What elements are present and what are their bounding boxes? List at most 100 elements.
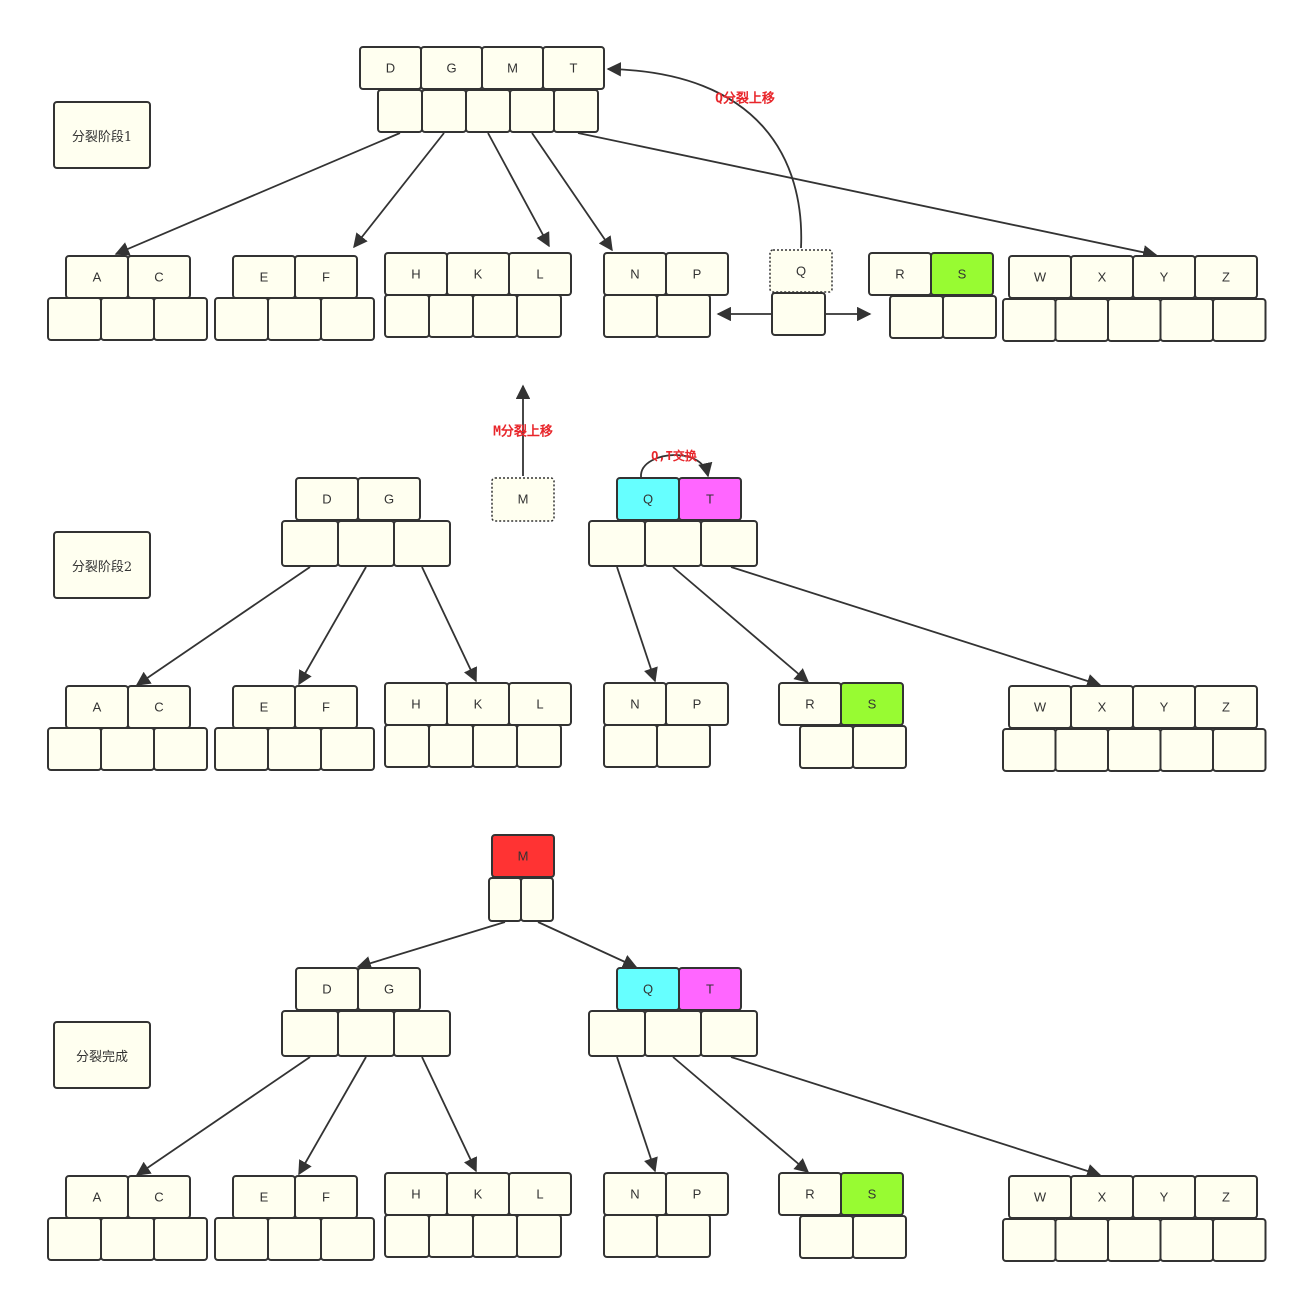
edge-arrow [672, 566, 810, 683]
stage-label-2: 分裂阶段2 [53, 531, 151, 599]
stage1-leaf-hkl-pointer-cell [384, 294, 430, 338]
stage2-leaf-np-key-n: N [630, 697, 639, 712]
stage1-leaf-np-pointer-cell [603, 294, 658, 338]
stage3-leaf-rs-key-r: R [805, 1187, 814, 1202]
stage3-leaf-hkl-key-l: L [536, 1187, 543, 1202]
stage2-leaf-ac-pointer-cell [100, 727, 155, 771]
stage3-right-key-t: T [706, 982, 714, 997]
stage3-root-pointer-cell [488, 877, 522, 922]
stage3-right-pointer-cell [588, 1010, 646, 1057]
stage-label-3: 分裂完成 [53, 1021, 151, 1089]
stage2-leaf-ac-pointer-cell [47, 727, 102, 771]
stage3-leaf-ac-key-a: A [93, 1190, 102, 1205]
stage2-left-pointer-cell [281, 520, 339, 567]
stage2-leaf-hkl-pointer-cell [428, 724, 474, 768]
edge-arrow [537, 921, 638, 969]
stage1-leaf-ac-pointer-cell [47, 297, 102, 341]
stage1-root-key-d: D [386, 61, 395, 76]
stage3-leaf-np-pointer-cell [603, 1214, 658, 1258]
stage2-leaf-hkl-pointer-cell [472, 724, 518, 768]
stage2-left-pointer-cell [393, 520, 451, 567]
stage1-leaf-wxyz-pointer-cell [1054, 298, 1109, 342]
stage3-leaf-wxyz-pointer-cell [1212, 1218, 1267, 1262]
stage3-right-pointer-cell [644, 1010, 702, 1057]
edge-arrow [531, 132, 613, 252]
stage1-leaf-ac-pointer-cell [153, 297, 208, 341]
stage1-leaf-rs-key-r: R [895, 267, 904, 282]
edge-arrow [730, 566, 1102, 688]
stage2-leaf-np-pointer-cell [656, 724, 711, 768]
stage1-leaf-ac-key-c: C [154, 270, 163, 285]
stage2-leaf-wxyz-pointer-cell [1212, 728, 1267, 772]
stage3-leaf-hkl-pointer-cell [472, 1214, 518, 1258]
edge-arrow [421, 1056, 477, 1173]
stage2-leaf-ef-pointer-cell [320, 727, 375, 771]
stage3-leaf-wxyz-pointer-cell [1159, 1218, 1214, 1262]
stage2-leaf-ac-key-c: C [154, 700, 163, 715]
stage2-promoted-key-m [491, 477, 555, 522]
stage1-leaf-wxyz-key-y: Y [1160, 270, 1169, 285]
edge-arrow [135, 1056, 311, 1176]
stage2-leaf-rs-pointer-cell [799, 725, 854, 769]
stage1-leaf-hkl-pointer-cell [428, 294, 474, 338]
stage2-leaf-ef-key-f: F [322, 700, 330, 715]
stage1-leaf-wxyz-pointer-cell [1107, 298, 1162, 342]
stage2-leaf-rs-key-s: S [868, 697, 877, 712]
stage1-split-key-q-label: Q [796, 264, 806, 279]
stage3-leaf-wxyz-key-z: Z [1222, 1190, 1230, 1205]
stage3-leaf-np-key-n: N [630, 1187, 639, 1202]
stage2-leaf-wxyz-key-z: Z [1222, 700, 1230, 715]
stage1-root-pointer-cell [509, 89, 555, 133]
stage2-annotation-qt-swap: Q,T交换 [651, 448, 698, 463]
stage1-leaf-wxyz-pointer-cell [1212, 298, 1267, 342]
stage1-leaf-rs-key-s: S [958, 267, 967, 282]
stage3-leaf-ac-key-c: C [154, 1190, 163, 1205]
stage2-leaf-ac-key-a: A [93, 700, 102, 715]
edge-arrow [487, 132, 550, 248]
stage2-annotation-m-split-up: M分裂上移 [493, 424, 553, 440]
stage1-root-pointer-cell [421, 89, 467, 133]
stage1-root-key-m: M [507, 61, 518, 76]
stage3-leaf-wxyz-key-w: W [1034, 1190, 1047, 1205]
stage1-leaf-ef-pointer-cell [214, 297, 269, 341]
stage3-leaf-rs-key-s: S [868, 1187, 877, 1202]
stage3-leaf-hkl-key-h: H [411, 1187, 420, 1202]
stage2-right-key-q: Q [643, 492, 653, 507]
stage3-leaf-wxyz-pointer-cell [1002, 1218, 1057, 1262]
stage1-root-key-t: T [570, 61, 578, 76]
stage1-leaf-wxyz-pointer-cell [1159, 298, 1214, 342]
stage3-left-pointer-cell [337, 1010, 395, 1057]
edge-arrow [135, 566, 311, 686]
stage3-leaf-hkl-key-k: K [474, 1187, 483, 1202]
stage2-leaf-hkl-key-h: H [411, 697, 420, 712]
stage3-leaf-ef-pointer-cell [320, 1217, 375, 1261]
stage2-leaf-wxyz-pointer-cell [1002, 728, 1057, 772]
stage3-left-key-d: D [322, 982, 331, 997]
stage2-left-pointer-cell [337, 520, 395, 567]
stage2-leaf-hkl-key-k: K [474, 697, 483, 712]
stage1-leaf-wxyz-key-x: X [1098, 270, 1107, 285]
stage1-split-pointer-cell [771, 292, 826, 336]
stage2-leaf-wxyz-pointer-cell [1159, 728, 1214, 772]
stage3-leaf-np-pointer-cell [656, 1214, 711, 1258]
stage1-leaf-hkl-key-l: L [536, 267, 543, 282]
stage3-leaf-hkl-pointer-cell [428, 1214, 474, 1258]
stage3-root-key-m: M [518, 849, 529, 864]
stage2-leaf-rs-pointer-cell [852, 725, 907, 769]
stage1-leaf-hkl-pointer-cell [516, 294, 562, 338]
edge-arrow [353, 132, 445, 249]
stage2-left-key-g: G [384, 492, 394, 507]
stage1-leaf-wxyz-key-w: W [1034, 270, 1047, 285]
stage3-leaf-rs-pointer-cell [799, 1215, 854, 1259]
stage2-right-pointer-cell [644, 520, 702, 567]
stage1-promote-curve [606, 62, 803, 249]
stage1-leaf-hkl-key-h: H [411, 267, 420, 282]
stage1-leaf-np-key-n: N [630, 267, 639, 282]
stage2-leaf-wxyz-key-x: X [1098, 700, 1107, 715]
stage2-promoted-key-m-label: M [518, 492, 529, 507]
stage1-leaf-hkl-key-k: K [474, 267, 483, 282]
edge-arrow [298, 1056, 367, 1176]
stage2-leaf-ac-pointer-cell [153, 727, 208, 771]
stage2-leaf-np-key-p: P [693, 697, 702, 712]
